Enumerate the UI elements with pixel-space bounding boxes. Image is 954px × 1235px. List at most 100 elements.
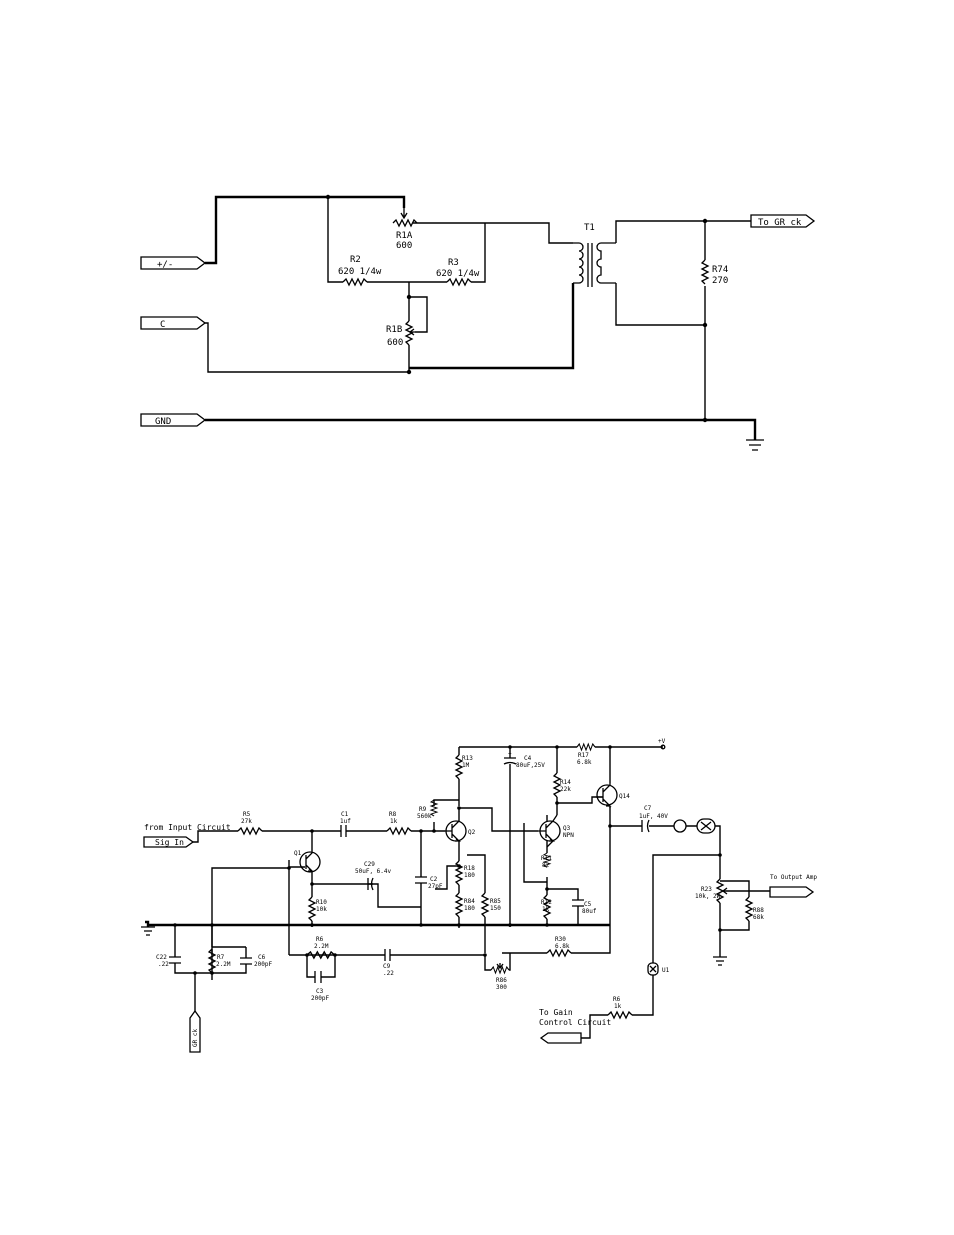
svg-text:1k: 1k [390, 818, 398, 825]
resistor-r5: R5 27k [237, 811, 263, 835]
port-to-gain-control: To Gain Control Circuit [539, 1008, 611, 1044]
capacitor-c6: C6 200pF [240, 954, 272, 968]
svg-text:600: 600 [396, 241, 412, 251]
svg-text:.22: .22 [383, 970, 394, 977]
svg-text:200pF: 200pF [254, 961, 272, 968]
port-plus-minus-label: +/- [157, 260, 173, 270]
resistor-r23: R23 10k, 2W [695, 878, 728, 904]
resistor-r13: R13 1M [455, 754, 473, 780]
svg-text:.22: .22 [158, 961, 169, 968]
svg-text:To Output Amp: To Output Amp [770, 874, 817, 881]
transistor-q3: Q3 NPN [538, 814, 574, 848]
svg-text:C4: C4 [524, 755, 532, 762]
svg-text:GR ck: GR ck [192, 1029, 199, 1047]
svg-text:10k, 2W: 10k, 2W [695, 893, 721, 900]
resistor-r11: R11 82 [541, 852, 552, 869]
svg-text:27k: 27k [241, 818, 252, 825]
svg-text:R18: R18 [464, 865, 475, 872]
resistor-r3: R3 620 1/4w [436, 258, 480, 286]
capacitor-c5: C5 80uf [572, 899, 597, 915]
transistor-q14: Q14 [596, 783, 630, 808]
svg-text:C7: C7 [644, 805, 652, 812]
resistor-r2: R2 620 1/4w [338, 255, 382, 286]
svg-text:27pF: 27pF [428, 883, 443, 890]
svg-text:+V: +V [658, 738, 666, 745]
svg-text:600: 600 [387, 338, 403, 348]
resistor-r10: R10 10k [308, 896, 327, 922]
port-gnd: GND [140, 413, 207, 427]
svg-text:R10: R10 [316, 899, 327, 906]
svg-text:620 1/4w: 620 1/4w [338, 267, 382, 277]
resistor-r6-2m2: R6 2.2M [306, 936, 336, 959]
resistor-r17: R17 6.8k [576, 743, 596, 766]
svg-text:R30: R30 [555, 936, 566, 943]
schematic-2: Sig In from Input Circuit GR ck To Outpu… [141, 738, 817, 1053]
svg-text:R85: R85 [490, 898, 501, 905]
svg-text:C29: C29 [364, 861, 375, 868]
schematic-1-wires [205, 195, 757, 440]
svg-text:C6: C6 [258, 954, 266, 961]
resistor-r88: R88 68k [745, 896, 764, 922]
svg-text:80uF,25V: 80uF,25V [516, 762, 545, 769]
svg-text:180: 180 [464, 872, 475, 879]
svg-text:U1: U1 [662, 967, 670, 974]
svg-text:R14: R14 [560, 779, 571, 786]
capacitor-c3: C3 200pF [311, 971, 329, 1002]
capacitor-c4: + C4 80uF,25V [503, 751, 545, 769]
svg-text:Q3: Q3 [563, 825, 571, 832]
svg-text:Q1: Q1 [294, 850, 302, 857]
port-plus-minus: +/- [140, 256, 207, 270]
port-c: C [140, 316, 207, 330]
resistor-r7: R7 2.2M [208, 948, 231, 974]
ground-icon [746, 439, 764, 451]
capacitor-c1: C1 1uf [340, 811, 351, 837]
svg-text:C3: C3 [316, 988, 324, 995]
resistor-r8: R8 1k [386, 811, 412, 835]
resistor-r84: R84 180 [455, 892, 475, 918]
svg-text:1k: 1k [542, 906, 550, 913]
junction-dot [325, 194, 331, 200]
svg-text:80uf: 80uf [582, 908, 597, 915]
svg-text:C22: C22 [156, 954, 167, 961]
junction-dot [702, 417, 708, 423]
port-c-label: C [160, 320, 165, 330]
resistor-r18: R18 180 [455, 860, 475, 886]
svg-text:R9: R9 [419, 806, 427, 813]
svg-text:R1A: R1A [396, 231, 413, 241]
svg-text:10k: 10k [316, 906, 327, 913]
svg-text:82: 82 [542, 862, 550, 869]
svg-text:Control Circuit: Control Circuit [539, 1018, 611, 1027]
svg-text:Q14: Q14 [619, 793, 630, 800]
svg-text:6.8k: 6.8k [577, 759, 592, 766]
svg-text:1uf: 1uf [340, 818, 351, 825]
svg-text:68k: 68k [753, 914, 764, 921]
svg-text:Q2: Q2 [468, 829, 476, 836]
svg-text:R86: R86 [496, 977, 507, 984]
resistor-r6-1k: R6 1k [607, 996, 633, 1019]
svg-text:180: 180 [464, 905, 475, 912]
svg-text:C9: C9 [383, 963, 391, 970]
transformer-t1: T1 [573, 223, 616, 287]
svg-text:R5: R5 [243, 811, 251, 818]
transistor-q1: Q1 [294, 850, 321, 873]
svg-text:1M: 1M [462, 762, 470, 769]
capacitor-c2: C2 27pF [415, 876, 443, 890]
svg-text:50uF, 6.4v: 50uF, 6.4v [355, 868, 392, 875]
svg-text:2.2M: 2.2M [314, 943, 329, 950]
capacitor-c7: 1uF, 40V C7 [639, 805, 668, 833]
schematic-2-wires [145, 746, 770, 1039]
svg-text:R88: R88 [753, 907, 764, 914]
resistor-r14: R14 22k [553, 772, 571, 798]
resistor-r9: R9 560k [417, 799, 438, 820]
svg-text:C2: C2 [430, 876, 438, 883]
resistor-r1b: R1B 600 [386, 320, 415, 348]
svg-text:+: + [508, 751, 512, 758]
svg-text:R12: R12 [541, 899, 552, 906]
ground-icon [141, 926, 155, 936]
resistor-r12: R12 1k [541, 894, 552, 920]
svg-text:R84: R84 [464, 898, 475, 905]
port-gnd-label: GND [155, 417, 171, 427]
svg-text:200pF: 200pF [311, 995, 329, 1002]
